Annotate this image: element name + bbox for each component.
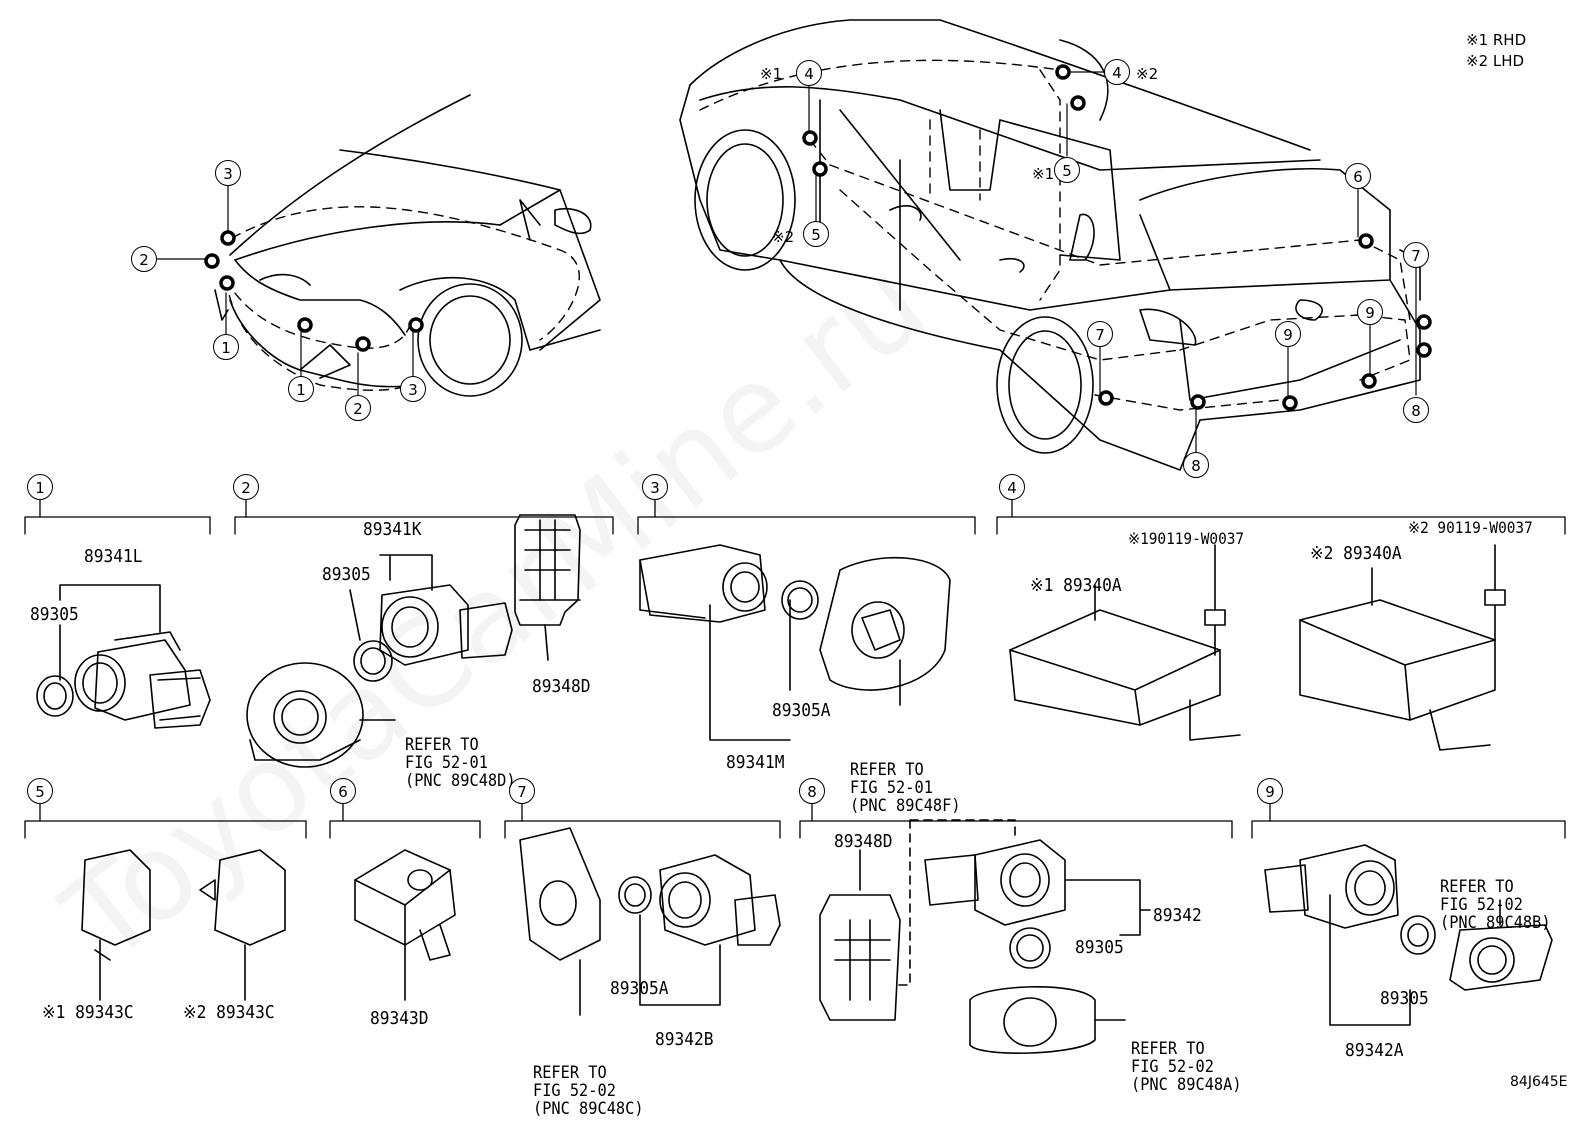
group2-parts: [246, 514, 581, 768]
part-89342[interactable]: 89342: [1153, 905, 1202, 926]
section-callout-8[interactable]: 8: [799, 778, 825, 804]
front-harness-dashed: [225, 206, 580, 391]
section-callout-5[interactable]: 5: [27, 778, 53, 804]
figure-code: 84J645E: [1510, 1074, 1568, 1090]
front-car-outline: [214, 94, 601, 397]
callout-1[interactable]: 1: [288, 376, 314, 402]
group9-parts: [1264, 844, 1553, 1026]
part-89340A-lhd[interactable]: ※2 89340A: [1310, 543, 1402, 564]
callout-7[interactable]: 7: [1403, 242, 1429, 268]
part-89305[interactable]: 89305: [30, 604, 79, 625]
part-89343C-rhd[interactable]: ※1 89343C: [42, 1002, 134, 1023]
group5-parts: [81, 849, 286, 1001]
part-89342A[interactable]: 89342A: [1345, 1040, 1404, 1061]
section-callout-1[interactable]: 1: [27, 474, 53, 500]
bolt-90119-W0037-lhd[interactable]: ※2 90119-W0037: [1408, 518, 1533, 537]
group7-parts: [519, 827, 781, 1016]
part-89305[interactable]: 89305: [1075, 937, 1124, 958]
callout-5[interactable]: 5: [803, 221, 829, 247]
group6-parts: [354, 849, 456, 1001]
section-callout-2[interactable]: 2: [233, 474, 259, 500]
part-89305[interactable]: 89305: [1380, 988, 1429, 1009]
rear-harness-dashed: [699, 59, 1411, 411]
legend-rhd: ※1 RHD: [1466, 31, 1527, 49]
callout-9[interactable]: 9: [1275, 321, 1301, 347]
group3-parts: [639, 544, 951, 741]
part-89341L[interactable]: 89341L: [84, 546, 143, 567]
callout-1[interactable]: 1: [213, 334, 239, 360]
callout-2[interactable]: 2: [345, 395, 371, 421]
group4-parts: [1009, 544, 1506, 751]
section-callout-7[interactable]: 7: [509, 778, 535, 804]
callout-3[interactable]: 3: [215, 160, 241, 186]
bolt-90119-W0037-rhd[interactable]: ※190119-W0037: [1128, 529, 1245, 548]
callout-3[interactable]: 3: [400, 376, 426, 402]
rear-car-outline: [679, 19, 1421, 471]
callout-2[interactable]: 2: [131, 246, 157, 272]
part-89342B[interactable]: 89342B: [655, 1029, 714, 1050]
section-brackets: [24, 499, 1566, 839]
lhd-mark: ※2: [1136, 65, 1159, 83]
part-89341K[interactable]: 89341K: [363, 519, 422, 540]
callout-8[interactable]: 8: [1183, 452, 1209, 478]
part-89343D[interactable]: 89343D: [370, 1008, 429, 1029]
section-callout-9[interactable]: 9: [1257, 778, 1283, 804]
lhd-mark: ※2: [772, 228, 795, 246]
rhd-mark: ※1: [1032, 165, 1055, 183]
callout-8[interactable]: 8: [1403, 397, 1429, 423]
legend-lhd: ※2 LHD: [1466, 52, 1525, 70]
part-89305A[interactable]: 89305A: [610, 978, 669, 999]
callout-5[interactable]: 5: [1054, 157, 1080, 183]
front-leaders: [156, 184, 414, 396]
group1-parts: [36, 584, 211, 729]
part-89343C-lhd[interactable]: ※2 89343C: [183, 1002, 275, 1023]
sensor-locations: [204, 64, 1432, 411]
part-89305A[interactable]: 89305A: [772, 700, 831, 721]
section-callout-3[interactable]: 3: [642, 474, 668, 500]
callout-9[interactable]: 9: [1357, 299, 1383, 325]
callout-7[interactable]: 7: [1087, 321, 1113, 347]
part-89305[interactable]: 89305: [322, 564, 371, 585]
section-callout-4[interactable]: 4: [999, 474, 1025, 500]
part-89348D[interactable]: 89348D: [532, 676, 591, 697]
parts-diagram-drawing: [24, 19, 1566, 1055]
part-89341M[interactable]: 89341M: [726, 752, 785, 773]
callout-4[interactable]: 4: [796, 60, 822, 86]
section-callout-6[interactable]: 6: [330, 778, 356, 804]
callout-4[interactable]: 4: [1104, 59, 1130, 85]
part-89340A-rhd[interactable]: ※1 89340A: [1030, 575, 1122, 596]
group8-parts: [819, 819, 1151, 1055]
rhd-mark: ※1: [760, 65, 783, 83]
part-89348D[interactable]: 89348D: [834, 831, 893, 852]
callout-6[interactable]: 6: [1345, 163, 1371, 189]
